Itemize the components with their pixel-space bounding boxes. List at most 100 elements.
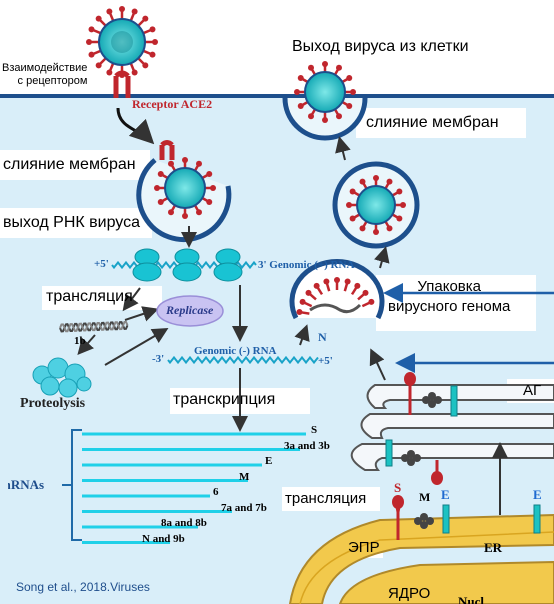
spike-head — [344, 278, 351, 285]
mrna-label: M — [239, 470, 250, 483]
budding-vesicle — [289, 259, 385, 320]
spike-head — [362, 289, 369, 296]
spike-head — [396, 215, 403, 222]
spike-head — [296, 309, 303, 316]
proteolysis-fragments — [32, 357, 92, 398]
ribosomes — [132, 248, 243, 282]
spike-head — [308, 113, 314, 120]
spike-head — [400, 202, 406, 208]
spike-head — [196, 209, 202, 216]
mrna-lines — [82, 432, 306, 544]
spike-head — [182, 157, 188, 163]
spike-head — [336, 64, 342, 71]
e-protein-label-2: E — [533, 487, 542, 502]
spike-head — [346, 202, 352, 208]
spike-head — [149, 26, 156, 33]
spike-head — [336, 113, 342, 120]
spike-head — [346, 103, 353, 109]
spike-head — [182, 213, 188, 219]
spike-head — [294, 89, 300, 95]
virus-exit-label: Выход вируса из клетки — [292, 38, 469, 55]
spike-head — [196, 160, 202, 167]
spike-head — [157, 171, 164, 177]
proteolysis-label: Proteolysis — [20, 396, 86, 411]
endoplasmic-reticulum — [288, 513, 554, 604]
spike-head — [359, 225, 366, 232]
genomic-plus-label: 3' Genomic (+) RNA — [258, 259, 355, 271]
spike-head — [86, 39, 92, 45]
citation: Song et al., 2018.Viruses — [16, 580, 150, 594]
mrna-label: 3a and 3b — [284, 439, 330, 452]
spike-head — [131, 69, 138, 76]
transcription-label: транскрипция — [173, 391, 276, 408]
spike-head — [119, 6, 125, 12]
spike-head — [168, 160, 174, 167]
spike-head — [297, 103, 304, 109]
spike-head — [386, 225, 393, 232]
er-proteins — [392, 495, 541, 540]
receptor-ace2-label: Receptor ACE2 — [132, 97, 213, 111]
mrna-label: 7a and 7b — [221, 501, 267, 514]
spike-head — [88, 26, 95, 33]
spike-head — [334, 277, 340, 283]
mrna-label: E — [265, 455, 273, 467]
spike-head — [206, 171, 213, 177]
spike-head — [157, 199, 164, 205]
spike-head — [210, 185, 216, 191]
spike-head — [168, 209, 174, 216]
spike-head — [346, 75, 353, 81]
receptor-ace2-icon — [113, 70, 131, 98]
spike-head — [142, 15, 149, 22]
translation-label-1: трансляция — [46, 288, 133, 305]
spike-head — [323, 278, 330, 285]
spike-head — [349, 188, 356, 195]
packaging-label: Упаковка вирусного генома — [388, 278, 511, 315]
spike-head — [350, 89, 356, 95]
polyprotein-helix — [59, 320, 129, 333]
fusion-vesicle — [136, 140, 232, 243]
spike-head — [322, 61, 328, 67]
receptor-interaction-label: Взаимодействие с рецептором — [2, 62, 88, 87]
spike-head — [142, 62, 149, 69]
mrnas-label: mRNAs — [0, 477, 45, 492]
minus3-label: -3' — [152, 353, 165, 365]
genomic-minus-label: Genomic (-) RNA — [194, 345, 277, 357]
mature-virion-vesicle — [332, 161, 420, 249]
spike-head — [368, 298, 375, 305]
spike-head — [88, 51, 95, 58]
spike-head — [206, 199, 213, 205]
spike-head — [373, 175, 379, 181]
golgi-proteins — [385, 372, 458, 485]
replicase-blob — [156, 295, 224, 327]
plus5-label: +5' — [94, 258, 109, 270]
virus-exiting — [282, 61, 368, 141]
spike-head — [131, 8, 138, 15]
spike-head — [154, 185, 160, 191]
membrane-fusion-label-left: слияние мембран — [3, 156, 136, 173]
spike-head — [322, 117, 328, 123]
mrna-label: 6 — [213, 486, 219, 498]
spike-head — [386, 178, 393, 185]
membrane-fusion-label-top: слияние мембран — [366, 114, 499, 131]
spike-head — [354, 282, 361, 289]
spike-head — [95, 15, 102, 22]
spike-head — [359, 178, 366, 185]
e-protein-label-1: E — [441, 487, 450, 502]
s-protein-label: S — [394, 480, 402, 495]
nucleus-label-en: Nucl — [458, 594, 484, 604]
mrna-label: N and 9b — [142, 532, 185, 545]
spike-head — [308, 64, 314, 71]
spike-head — [299, 298, 306, 305]
spike-head — [313, 282, 320, 289]
mrna-label: 8a and 8b — [161, 517, 207, 529]
plus5-right-label: +5' — [318, 355, 333, 367]
rna-release-label: выход РНК вируса — [3, 214, 141, 231]
spike-head — [149, 51, 156, 58]
replicase-label: Replicase — [166, 303, 214, 317]
n-protein-label: N — [318, 330, 327, 344]
virus-particle-outside — [86, 6, 158, 78]
m-protein-label: M — [419, 490, 431, 504]
spike-head — [396, 188, 403, 195]
